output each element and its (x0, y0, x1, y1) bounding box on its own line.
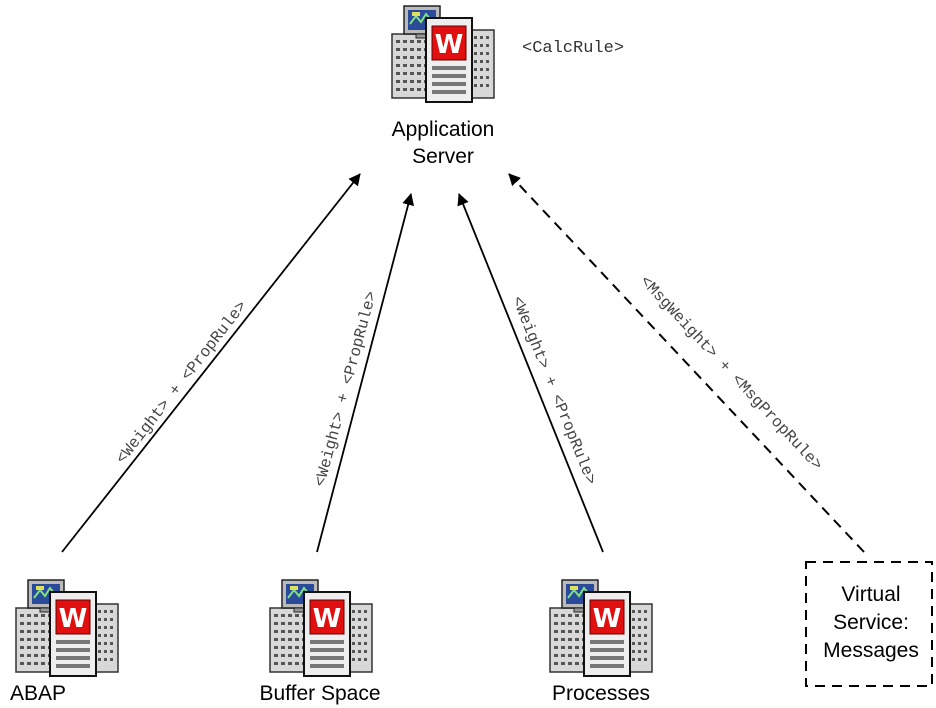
server-computer-icon (549, 579, 653, 677)
server-computer-icon (391, 5, 495, 103)
edge-label-buffer: <Weight> + <PropRule> (311, 289, 381, 488)
buffer-space-node: Buffer Space (259, 579, 381, 705)
edge-abap-to-app-server (61, 173, 361, 553)
virtual-service-line3: Messages (823, 639, 919, 662)
edge-buffer-to-app-server (316, 193, 415, 553)
edge-label-processes: <Weight> + <PropRule> (508, 294, 600, 488)
edge-label-virtual: <MsgWeight> + <MsgPropRule> (636, 272, 826, 474)
server-computer-icon (269, 579, 373, 677)
processes-node: Processes (549, 579, 653, 705)
virtual-service-line2: Service: (833, 611, 909, 634)
abap-node: ABAP (10, 579, 119, 705)
app-server-node: <CalcRule> Application Server (391, 5, 624, 168)
calc-rule-label: <CalcRule> (522, 39, 624, 58)
server-computer-icon (15, 579, 119, 677)
app-server-label-line2: Server (412, 145, 474, 168)
virtual-service-line1: Virtual (841, 583, 900, 606)
processes-label: Processes (552, 682, 650, 705)
edge-processes-to-app-server (457, 193, 604, 553)
app-server-label-line1: Application (392, 118, 495, 141)
edge-virtual-to-app-server (508, 173, 865, 553)
abap-label: ABAP (10, 682, 66, 705)
edge-label-abap: <Weight> + <PropRule> (113, 298, 251, 468)
virtual-service-node: Virtual Service: Messages (805, 561, 933, 687)
buffer-space-label: Buffer Space (259, 682, 380, 705)
virtual-service-box (805, 561, 933, 687)
